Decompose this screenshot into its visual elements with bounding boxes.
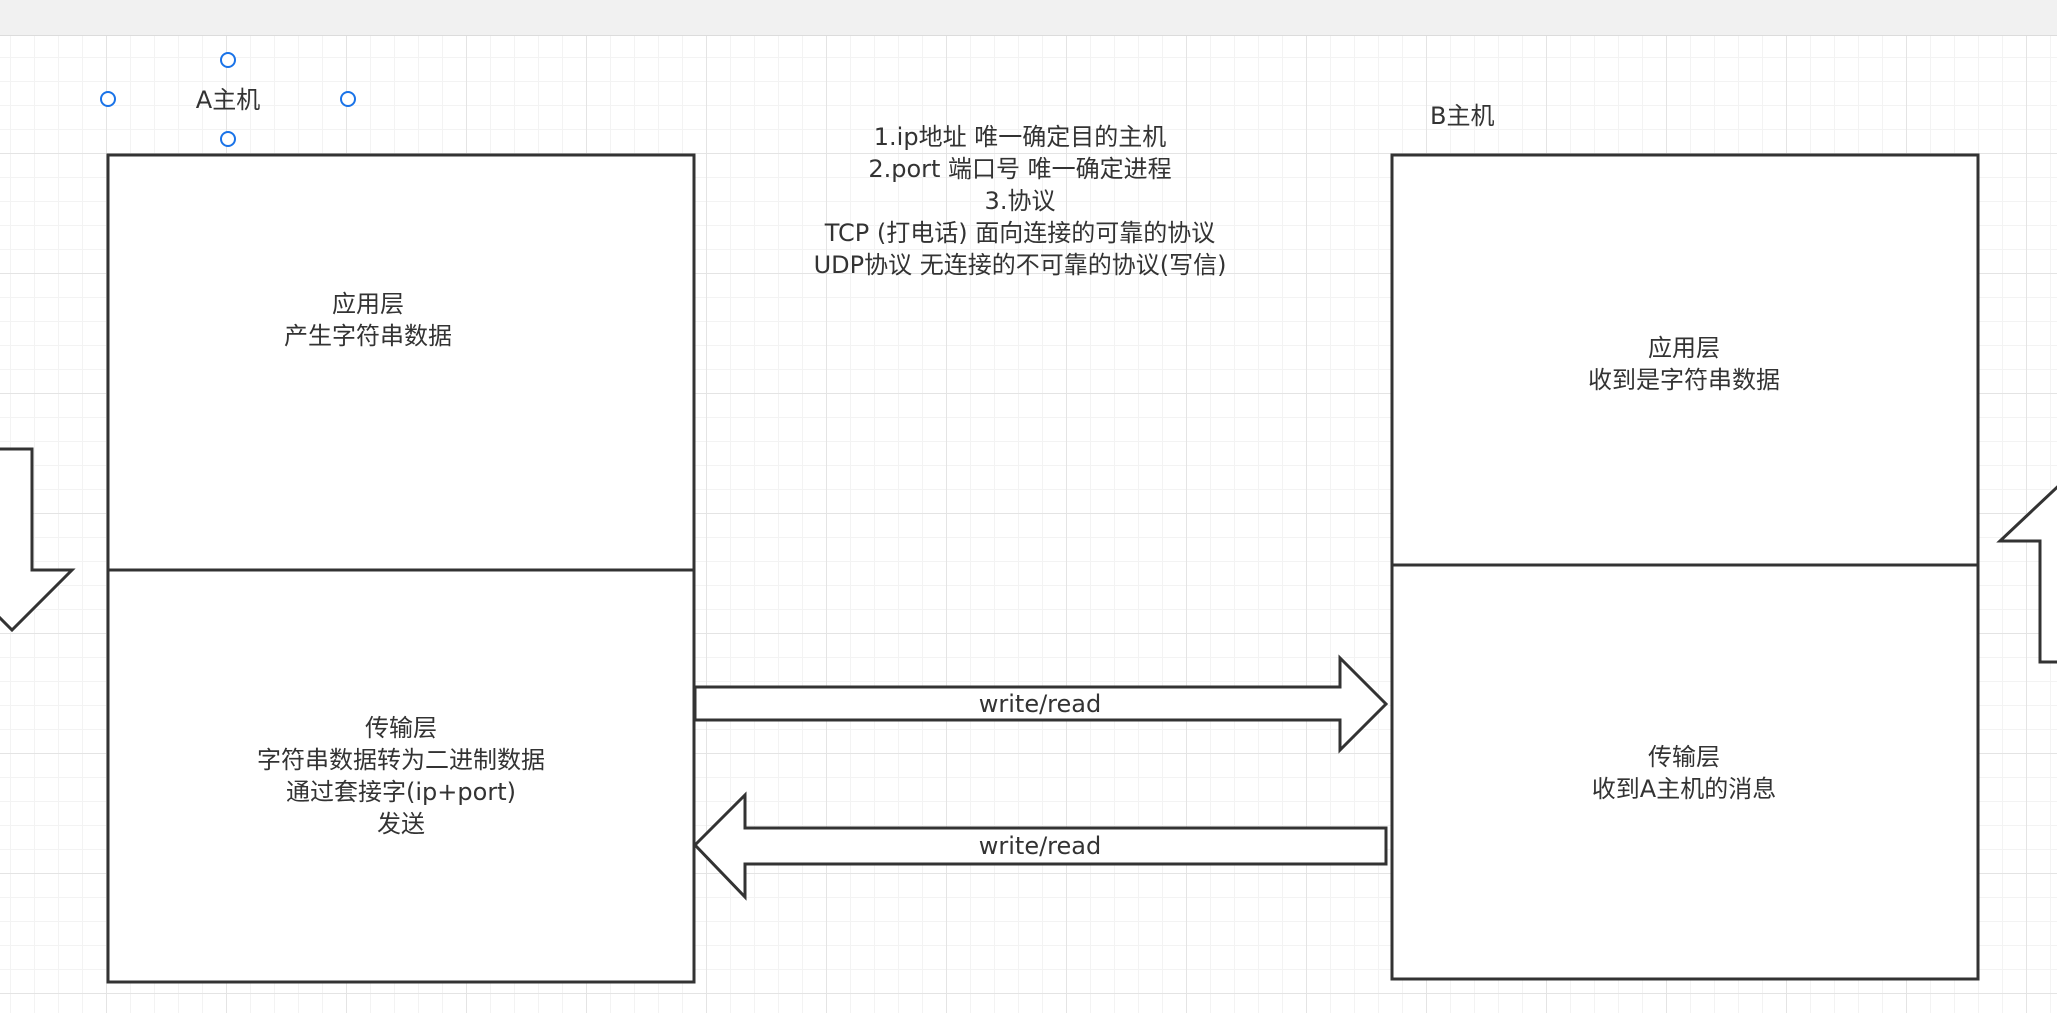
transport-layer-desc-3: 发送 (377, 810, 425, 838)
host-b-transport-layer-text[interactable]: 传输层 收到A主机的消息 (1484, 741, 1884, 805)
arrow-a-to-b-label: write/read (978, 690, 1102, 718)
arrow-b-to-a[interactable] (692, 791, 1388, 901)
transport-layer-desc: 收到A主机的消息 (1591, 775, 1777, 803)
transport-layer-desc-1: 字符串数据转为二进制数据 (257, 746, 545, 774)
arrow-b-to-a-label: write/read (978, 832, 1102, 860)
selection-handle-top[interactable] (220, 52, 236, 68)
transport-layer-title: 传输层 (1648, 743, 1720, 771)
host-a-label[interactable]: A主机 (195, 86, 261, 114)
app-layer-title: 应用层 (332, 290, 404, 318)
host-b-box[interactable] (1390, 153, 1980, 981)
note-line-3: 3.协议 (984, 187, 1056, 215)
note-line-4: TCP (打电话) 面向连接的可靠的协议 (824, 219, 1216, 247)
selection-handle-right[interactable] (340, 91, 356, 107)
app-layer-title: 应用层 (1648, 334, 1720, 362)
protocol-notes[interactable]: 1.ip地址 唯一确定目的主机 2.port 端口号 唯一确定进程 3.协议 T… (740, 121, 1300, 281)
selection-handle-bottom[interactable] (220, 131, 236, 147)
transport-layer-desc-2: 通过套接字(ip+port) (286, 778, 516, 806)
right-up-arrow[interactable] (1996, 475, 2057, 664)
app-layer-desc: 产生字符串数据 (284, 322, 452, 350)
note-line-5: UDP协议 无连接的不可靠的协议(写信) (813, 251, 1227, 279)
host-a-transport-layer-text[interactable]: 传输层 字符串数据转为二进制数据 通过套接字(ip+port) 发送 (108, 712, 694, 840)
selection-handle-left[interactable] (100, 91, 116, 107)
app-layer-desc: 收到是字符串数据 (1588, 366, 1780, 394)
host-b-app-layer-text[interactable]: 应用层 收到是字符串数据 (1484, 332, 1884, 396)
top-toolbar (0, 0, 2057, 36)
host-a-app-layer-text[interactable]: 应用层 产生字符串数据 (108, 288, 628, 352)
note-line-2: 2.port 端口号 唯一确定进程 (868, 155, 1172, 183)
left-down-arrow[interactable] (0, 447, 76, 633)
transport-layer-title: 传输层 (365, 714, 437, 742)
arrow-a-to-b[interactable] (693, 654, 1389, 754)
note-line-1: 1.ip地址 唯一确定目的主机 (873, 123, 1167, 151)
host-b-label[interactable]: B主机 (1430, 102, 1495, 130)
